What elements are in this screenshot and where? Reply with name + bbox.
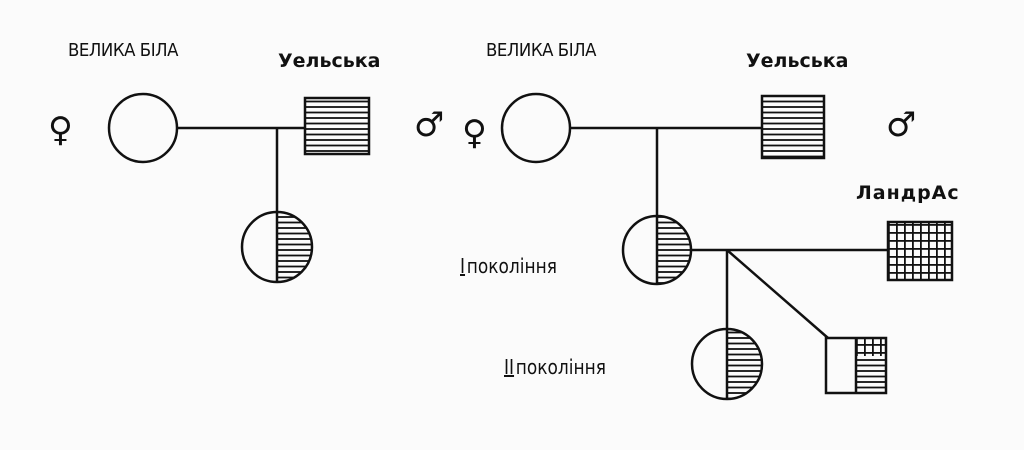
gen2-descent-line-male (726, 249, 829, 339)
left-male-square (303, 96, 371, 156)
right-female-circle (500, 92, 572, 164)
left-female-circle (107, 92, 179, 164)
gen1-offspring-circle (621, 214, 693, 286)
gen2-offspring-square (824, 336, 888, 395)
generation-2-numeral: II (504, 355, 515, 379)
left-male-square-fill (305, 98, 369, 154)
left-male-breed-label: Уельська (278, 50, 381, 72)
left-pedigree (107, 92, 371, 284)
generation-2-label: IIпокоління (504, 357, 606, 377)
male-symbol-icon: ♂ (414, 105, 445, 145)
generation-1-text: покоління (466, 254, 557, 278)
male-symbol-icon: ♂ (886, 105, 917, 145)
landrace-breed-label: ЛандрАс (856, 182, 960, 204)
right-male-square-fill (762, 96, 824, 158)
right-pedigree (500, 92, 954, 401)
left-offspring-circle (240, 210, 314, 284)
female-symbol-icon: ♀ (462, 113, 487, 153)
left-female-breed-label: ВЕЛИКА БІЛА (68, 40, 178, 61)
right-male-square (760, 94, 826, 160)
landrace-square-fill (888, 222, 952, 280)
gen2-offspring-circle (690, 327, 764, 401)
generation-2-text: покоління (515, 355, 606, 379)
generation-1-label: Iпокоління (460, 256, 557, 276)
right-female-breed-label: ВЕЛИКА БІЛА (486, 40, 596, 61)
landrace-square (886, 220, 954, 282)
female-symbol-icon: ♀ (48, 110, 73, 150)
right-male-breed-label: Уельська (746, 50, 849, 72)
generation-1-numeral: I (460, 254, 466, 278)
